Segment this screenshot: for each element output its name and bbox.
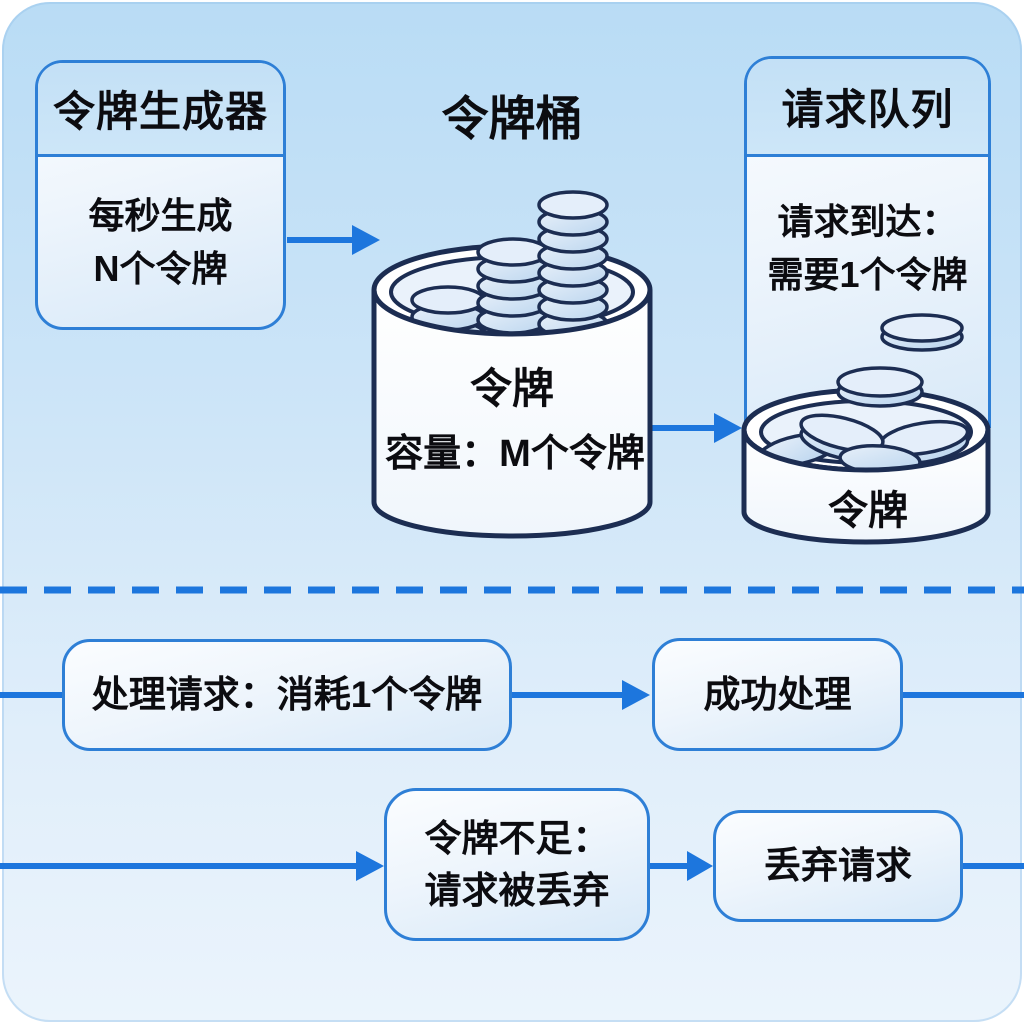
bucket-capacity-label: 容量：M个令牌	[385, 433, 645, 475]
request-queue-title: 请求队列	[781, 86, 954, 133]
insufficient-line1: 令牌不足：	[424, 817, 610, 859]
token-generator-body: 每秒生成 N个令牌	[38, 157, 283, 327]
request-arrival-line1: 请求到达：	[777, 201, 958, 242]
coin-stack-middle	[476, 237, 550, 352]
discard-request-box: 丢弃请求	[713, 810, 963, 922]
token-generator-title: 令牌生成器	[52, 88, 268, 135]
falling-coin-upper	[880, 313, 964, 352]
bucket-title: 令牌桶	[441, 92, 583, 145]
process-request-label: 处理请求：消耗1个令牌	[91, 674, 483, 715]
request-queue-body: 请求到达： 需要1个令牌	[747, 157, 988, 428]
bowl-front-wall	[741, 429, 991, 545]
request-queue-header: 请求队列	[747, 59, 988, 157]
token-bowl-illustration	[741, 313, 991, 545]
coin-stack-right	[537, 190, 609, 356]
insufficient-tokens-box: 令牌不足： 请求被丢弃	[384, 788, 650, 941]
generator-rate-line2: N个令牌	[93, 248, 228, 289]
request-queue-box: 请求队列 请求到达： 需要1个令牌	[744, 56, 991, 428]
insufficient-line2: 请求被丢弃	[424, 869, 610, 911]
generator-rate-line1: 每秒生成	[88, 195, 233, 236]
arrow-generator-to-bucket	[287, 225, 380, 255]
token-bucket-illustration	[371, 190, 653, 539]
success-box: 成功处理	[652, 638, 903, 751]
request-arrival-line2: 需要1个令牌	[767, 254, 968, 295]
discard-request-label: 丢弃请求	[764, 845, 912, 886]
success-label: 成功处理	[703, 673, 852, 715]
arrow-insufficient-to-discard	[650, 851, 713, 881]
bucket-front-wall	[371, 289, 653, 539]
arrow-edge-to-insufficient-box	[0, 851, 384, 881]
bucket-token-label: 令牌	[469, 365, 554, 412]
token-generator-box: 令牌生成器 每秒生成 N个令牌	[35, 60, 286, 330]
arrow-bucket-to-queue	[651, 413, 742, 443]
process-request-box: 处理请求：消耗1个令牌	[62, 639, 512, 751]
bowl-token-label: 令牌	[828, 489, 908, 533]
token-generator-header: 令牌生成器	[38, 63, 283, 157]
arrow-process-to-success	[512, 680, 650, 710]
falling-coin-lower	[836, 366, 924, 408]
